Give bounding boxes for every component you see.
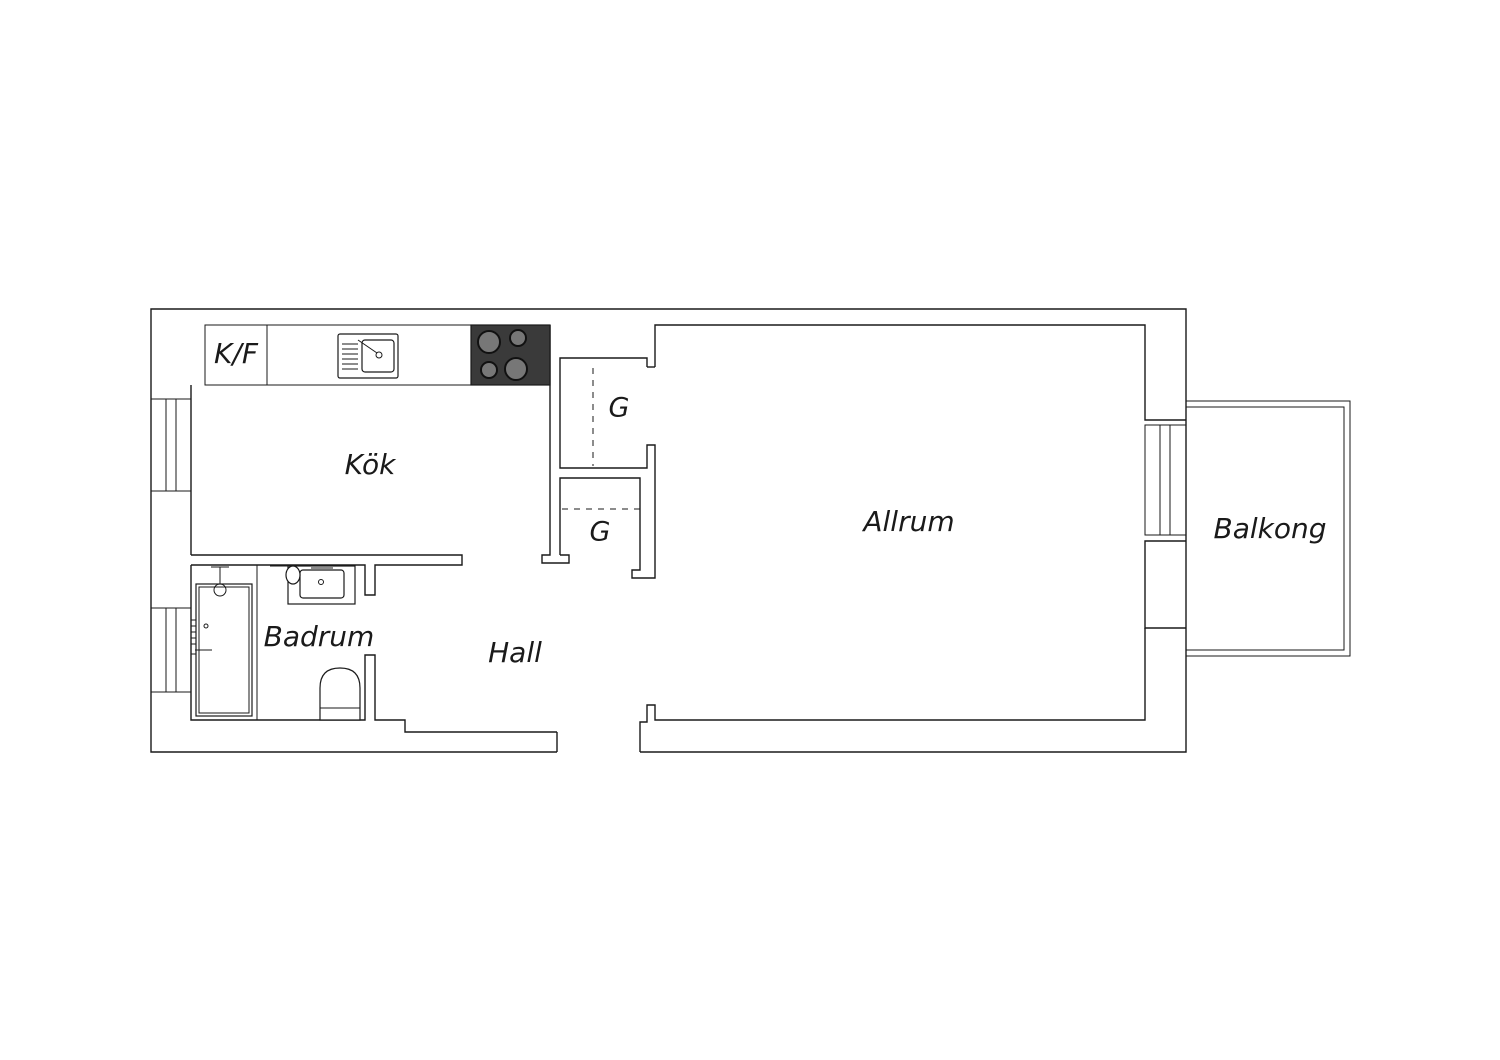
kitchen-label: Kök [345,448,397,481]
bathroom-label: Badrum [264,620,375,653]
outer-walls [150,308,1187,753]
living-room-walls [639,324,1186,732]
balcony-outline [1186,400,1351,657]
shower-icon [195,566,253,717]
radiator-icon [190,619,197,655]
bathroom-walls [190,565,557,733]
window-icon [1144,424,1187,536]
closet-lower-label: G [590,517,611,548]
washbasin-icon [270,565,356,605]
toilet-icon [319,667,361,721]
window-icon [150,607,192,693]
hall-label: Hall [488,636,542,669]
window-icon [150,398,192,492]
kitchen-sink-icon [337,333,399,379]
closet-walls [559,357,656,579]
living-room-label: Allrum [861,505,954,538]
closet-upper-label: G [609,393,630,424]
stove-icon [470,324,551,386]
fridge-freezer-label: K/F [214,337,259,370]
balcony-label: Balkong [1213,512,1326,545]
